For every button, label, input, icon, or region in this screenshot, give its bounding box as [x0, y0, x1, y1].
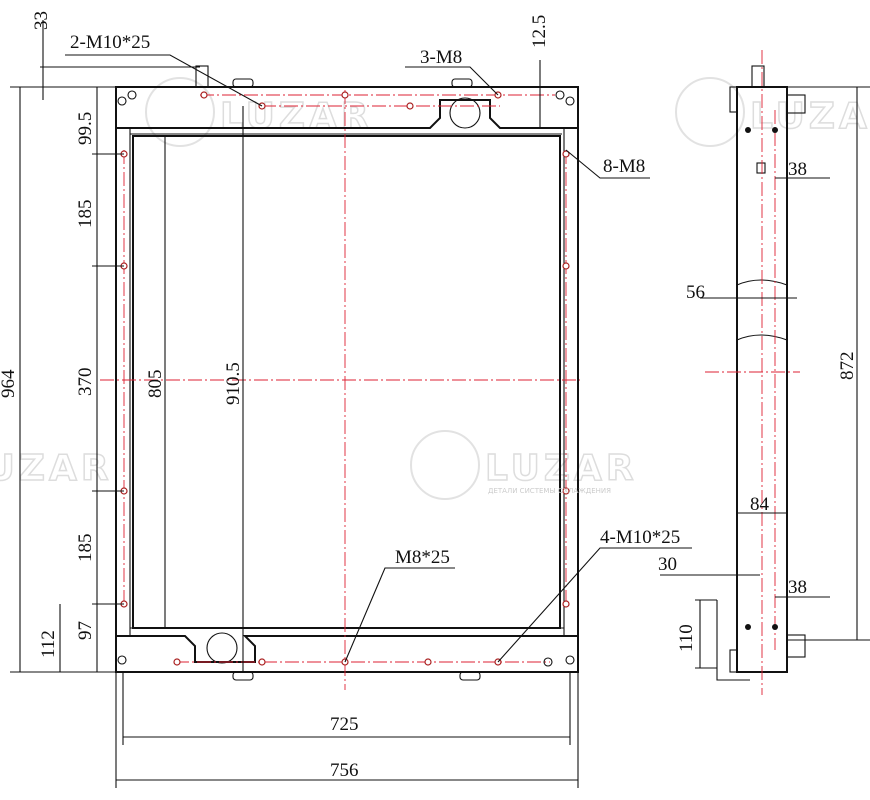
dim-33: 33 [31, 11, 52, 30]
dim-97: 97 [75, 621, 96, 640]
callout-top-holes: 3-M8 [420, 47, 462, 68]
dim-725: 725 [330, 714, 359, 735]
watermark-brand: LUZAR [220, 96, 373, 137]
callout-bottom-bolts: 4-M10*25 [600, 527, 680, 548]
dim-805: 805 [145, 370, 166, 399]
callout-top-bolts: 2-M10*25 [70, 32, 150, 53]
side-view: 38 56 872 84 30 38 110 [658, 50, 870, 695]
watermark-brand: LUZAR [0, 448, 113, 489]
mounting-holes [117, 90, 575, 667]
dim-38-bottom: 38 [788, 577, 807, 598]
dim-84: 84 [750, 494, 770, 515]
watermark-tagline: ДЕТАЛИ СИСТЕМЫ ОХЛАЖДЕНИЯ [488, 487, 611, 495]
dim-56: 56 [686, 282, 705, 303]
dim-99-5: 99.5 [75, 112, 96, 145]
callout-bottom-bolt: M8*25 [395, 547, 450, 568]
dim-112: 112 [38, 630, 59, 658]
dim-964: 964 [0, 369, 19, 398]
dim-370: 370 [75, 368, 96, 397]
callout-side-holes: 8-M8 [603, 156, 645, 177]
dim-872: 872 [837, 352, 858, 381]
watermark: LUZAR LUZAR LUZAR LUZAR [0, 77, 870, 500]
dim-38-top: 38 [788, 159, 807, 180]
dim-30: 30 [658, 554, 677, 575]
dim-910-5: 910.5 [223, 362, 244, 405]
dim-185-bottom: 185 [75, 534, 96, 563]
watermark-brand: LUZAR [485, 448, 638, 489]
dim-185-top: 185 [75, 200, 96, 229]
dim-756: 756 [330, 760, 359, 781]
front-view: 33 2-M10*25 3-M8 12.5 99.5 8-M8 185 370 … [0, 11, 692, 788]
dim-12-5: 12.5 [529, 15, 550, 48]
watermark-brand: LUZAR [750, 96, 870, 137]
dim-110: 110 [676, 624, 697, 652]
logo-icon [410, 430, 480, 500]
